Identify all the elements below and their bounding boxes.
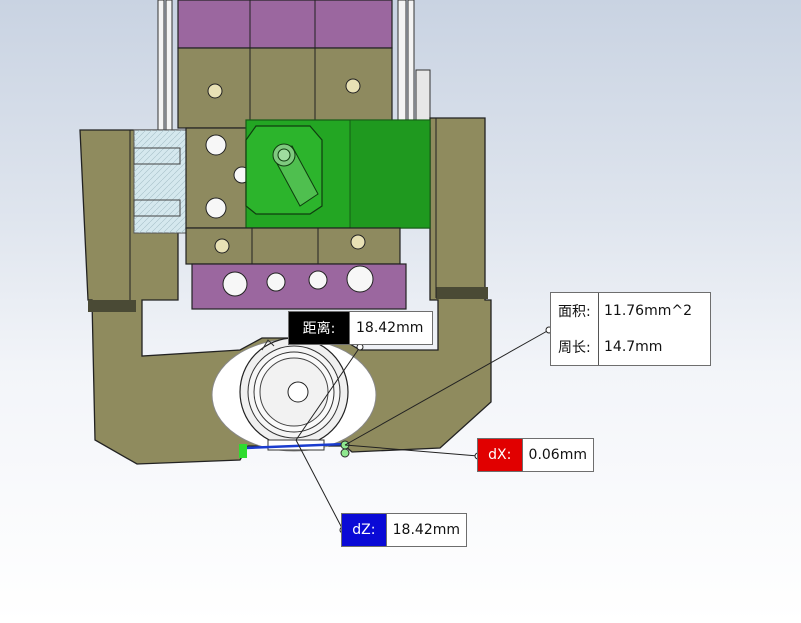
dx-callout[interactable]: dX: 0.06mm bbox=[477, 438, 594, 472]
area-perimeter-callout[interactable]: 面积: 11.76mm^2 周长: 14.7mm bbox=[550, 292, 711, 366]
perimeter-value: 14.7mm bbox=[604, 339, 663, 355]
dz-callout[interactable]: dZ: 18.42mm bbox=[341, 513, 467, 547]
area-label: 面积: bbox=[558, 304, 591, 320]
callout-divider bbox=[598, 293, 599, 365]
distance-value: 18.42mm bbox=[356, 320, 424, 336]
u-frame[interactable] bbox=[79, 117, 492, 465]
area-value: 11.76mm^2 bbox=[604, 303, 692, 319]
area-row: 面积: 11.76mm^2 bbox=[551, 293, 710, 329]
purple-top-block[interactable] bbox=[177, 0, 393, 49]
distance-callout[interactable]: 距离: 18.42mm bbox=[288, 311, 433, 345]
transparent-insert[interactable] bbox=[133, 129, 189, 234]
dx-value: 0.06mm bbox=[528, 447, 587, 463]
purple-lower-block[interactable] bbox=[191, 263, 407, 310]
green-lever-part[interactable] bbox=[245, 119, 431, 229]
bearing-assembly[interactable] bbox=[211, 337, 377, 452]
olive-lower-block[interactable] bbox=[185, 227, 401, 265]
dz-value: 18.42mm bbox=[392, 522, 460, 538]
olive-clamp-block[interactable] bbox=[177, 47, 393, 129]
dz-label: dZ: bbox=[342, 514, 387, 546]
perimeter-label: 周长: bbox=[558, 340, 591, 356]
distance-label: 距离: bbox=[289, 312, 350, 344]
dx-label: dX: bbox=[478, 439, 523, 471]
perimeter-row: 周长: 14.7mm bbox=[551, 329, 710, 365]
